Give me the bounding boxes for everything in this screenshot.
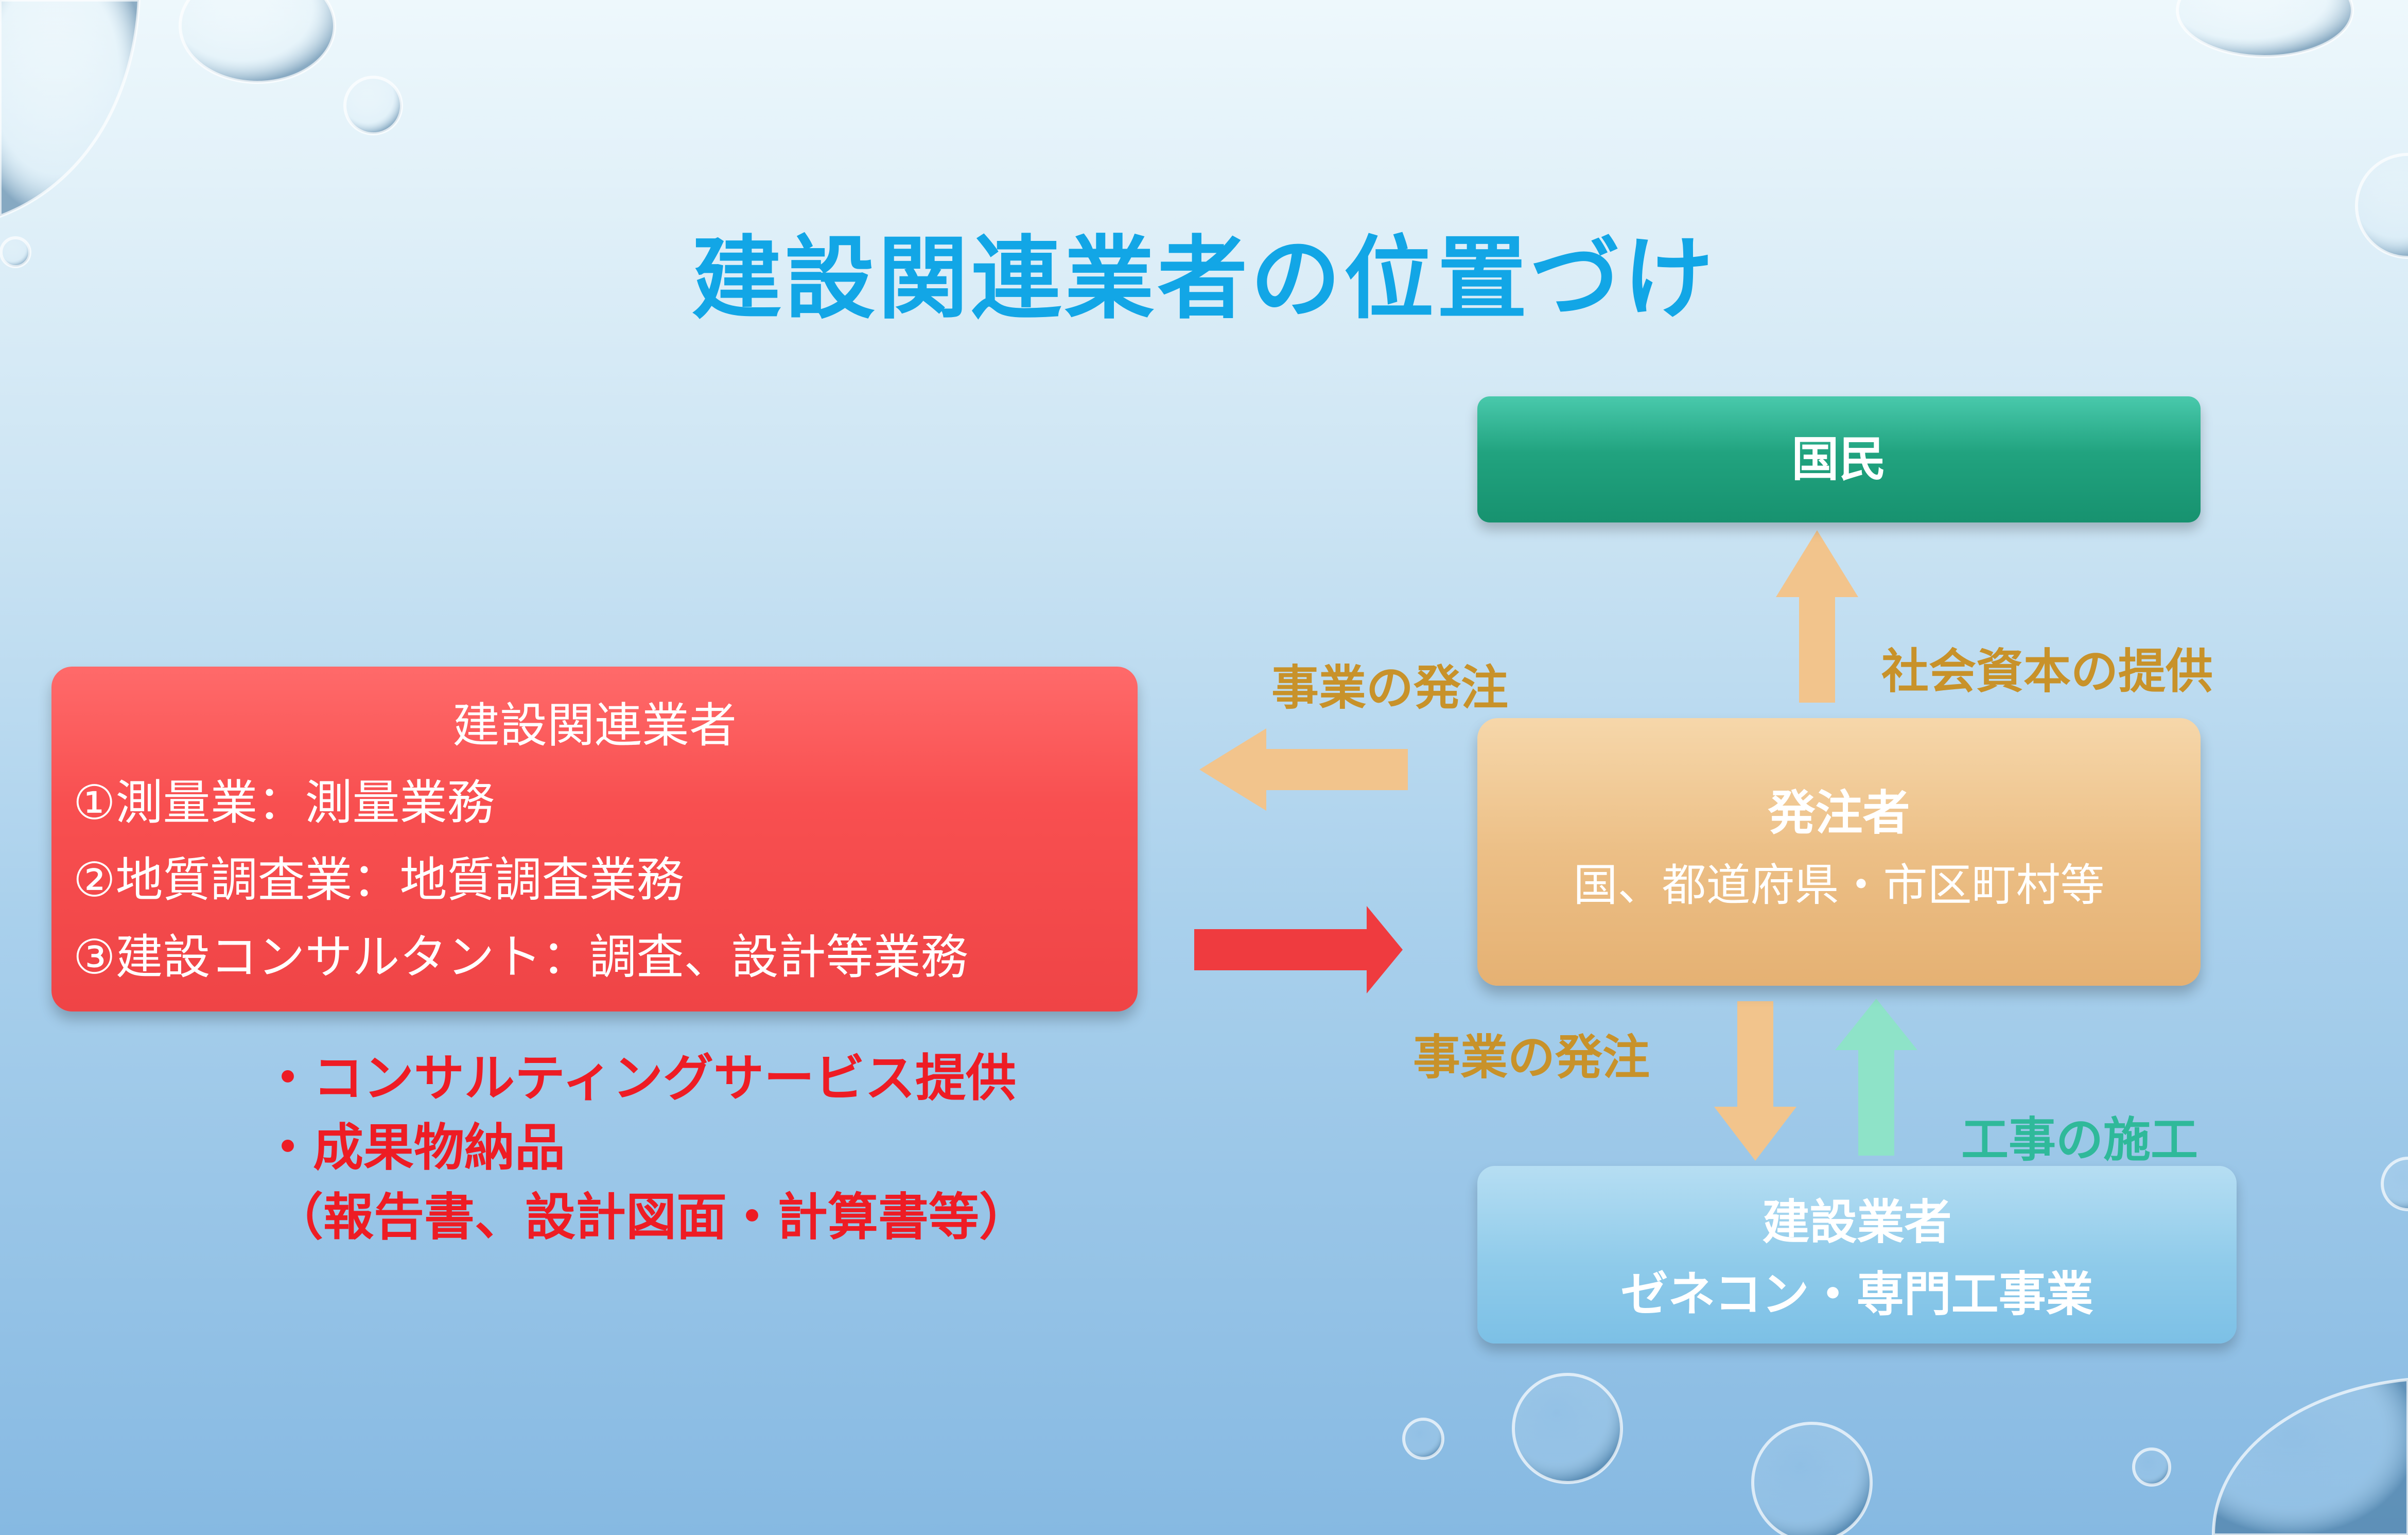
related-item-consultant: ③建設コンサルタント：調査、設計等業務 — [73, 930, 968, 985]
slide-title: 建設関連業者の位置づけ — [691, 227, 1717, 332]
related-item-survey: ①測量業：測量業務 — [73, 775, 495, 830]
arrow-left-order — [1199, 728, 1408, 811]
related-industry-box: 建設関連業者 ①測量業：測量業務 ②地質調査業：地質調査業務 ③建設コンサルタン… — [51, 667, 1138, 1011]
droplet-top-right-group — [2176, 0, 2408, 259]
related-item-geology: ②地質調査業：地質調査業務 — [73, 852, 684, 908]
citizens-box: 国民 — [1477, 396, 2201, 522]
orderer-title: 発注者 — [1768, 786, 1910, 841]
contractor-title: 建設業者 — [1762, 1195, 1952, 1250]
deliverable-documents: （報告書、設計図面・計算書等） — [273, 1188, 1030, 1247]
arrow-up-to-citizens — [1776, 530, 1858, 703]
related-title: 建設関連業者 — [452, 698, 737, 753]
arrow-up-construction — [1835, 999, 1917, 1156]
deliverable-consulting: ・コンサルティングサービス提供 — [263, 1049, 1017, 1108]
droplet-top-left-group — [0, 0, 403, 268]
droplet-bottom-group — [1402, 1157, 2408, 1535]
label-order-top: 事業の発注 — [1271, 660, 1509, 716]
contractor-box: 建設業者 ゼネコン・専門工事業 — [1477, 1166, 2237, 1344]
citizens-label: 国民 — [1791, 432, 1887, 487]
arrow-down-order — [1714, 1001, 1796, 1161]
label-construction: 工事の施工 — [1961, 1112, 2198, 1167]
orderer-subtitle: 国、都道府県・市区町村等 — [1573, 860, 2105, 911]
orderer-box: 発注者 国、都道府県・市区町村等 — [1477, 718, 2201, 986]
label-order-bottom: 事業の発注 — [1413, 1030, 1650, 1085]
label-social-capital: 社会資本の提供 — [1881, 644, 2213, 699]
deliverable-products: ・成果物納品 — [263, 1119, 566, 1177]
arrow-right-service — [1194, 906, 1403, 993]
contractor-subtitle: ゼネコン・専門工事業 — [1620, 1267, 2093, 1322]
